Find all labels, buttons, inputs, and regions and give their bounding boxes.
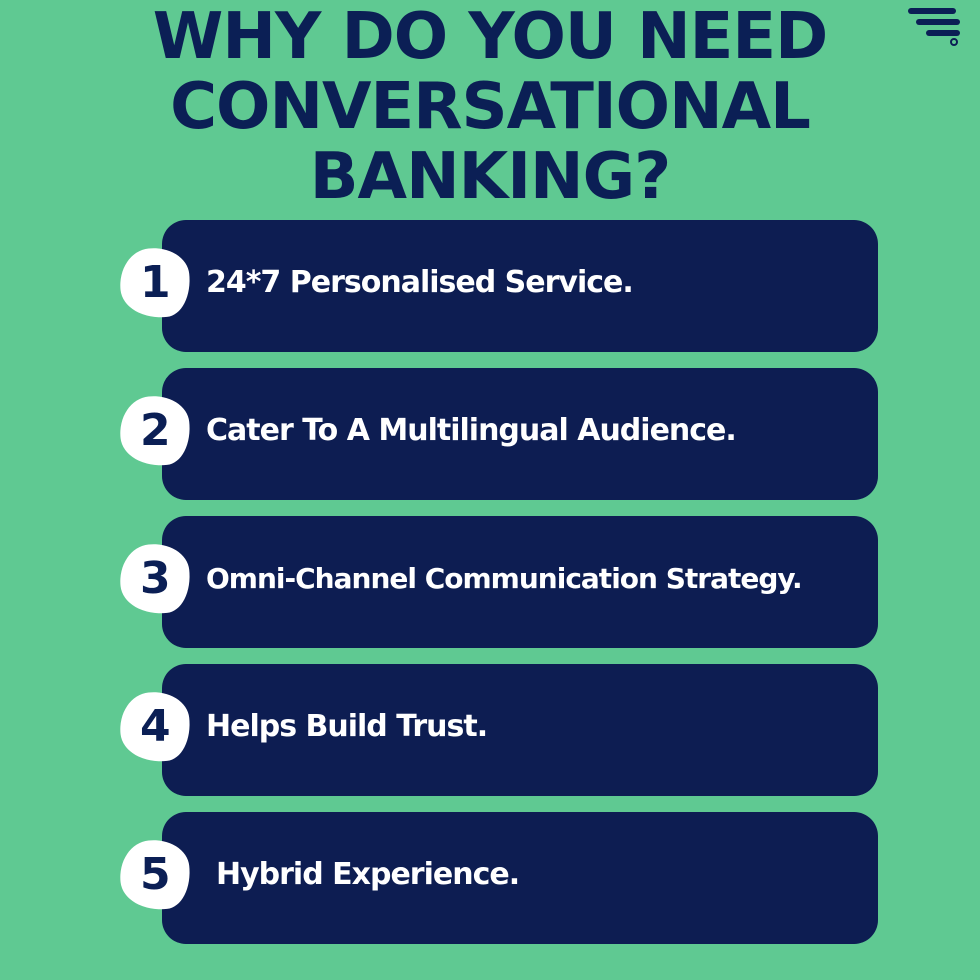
list-item-4: 4 Helps Build Trust.: [116, 664, 880, 796]
item-card: [162, 516, 878, 648]
list-item-3: 3 Omni-Channel Communication Strategy.: [116, 516, 880, 648]
title-line-2: CONVERSATIONAL: [170, 70, 811, 144]
item-card: [162, 220, 878, 352]
page-title: WHY DO YOU NEED CONVERSATIONAL BANKING?: [0, 2, 980, 212]
list-item-1: 1 24*7 Personalised Service.: [116, 220, 880, 352]
item-text: Hybrid Experience.: [216, 857, 520, 892]
badge-number: 1: [139, 257, 171, 308]
list-item-2: 2 Cater To A Multilingual Audience.: [116, 368, 880, 500]
list-item-5: 5 Hybrid Experience.: [116, 812, 880, 944]
item-card: [162, 664, 878, 796]
item-text: Omni-Channel Communication Strategy.: [206, 562, 803, 595]
badge-number: 5: [139, 849, 171, 900]
item-text: Cater To A Multilingual Audience.: [206, 413, 737, 448]
item-card: [162, 368, 878, 500]
badge-number: 2: [139, 405, 171, 456]
badge-number: 3: [139, 553, 171, 604]
title-line-3: BANKING?: [309, 140, 672, 214]
item-text: Helps Build Trust.: [206, 709, 488, 744]
striped-logo-icon: [908, 8, 960, 46]
badge-number: 4: [139, 701, 171, 752]
item-text: 24*7 Personalised Service.: [206, 265, 634, 300]
title-line-1: WHY DO YOU NEED: [152, 0, 828, 74]
item-card: [162, 812, 878, 944]
